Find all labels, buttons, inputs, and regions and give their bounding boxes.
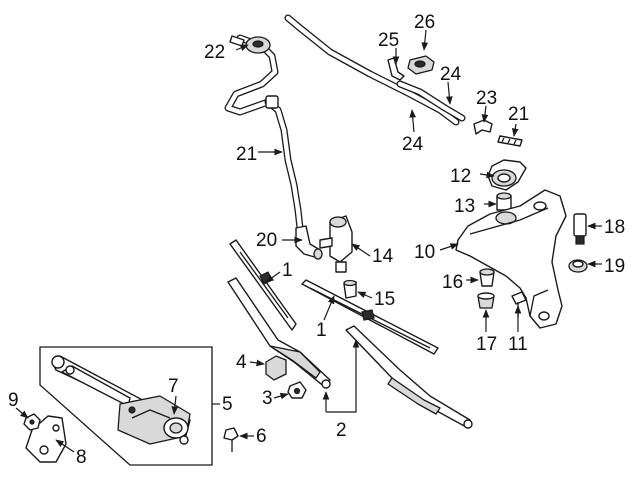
label-18: 18 — [604, 217, 625, 238]
part-19-grommet — [568, 259, 588, 273]
part-5-linkage-assembly-box — [39, 346, 213, 466]
label-15: 15 — [374, 289, 395, 310]
part-21-washer-hose — [264, 95, 304, 232]
part-21-hose-piece — [497, 135, 523, 147]
label-9: 9 — [8, 390, 19, 411]
label-1-lower: 1 — [316, 320, 327, 341]
part-14-washer-pump — [319, 215, 353, 273]
label-23: 23 — [476, 88, 497, 109]
part-6-bolt — [223, 427, 239, 452]
label-21-left: 21 — [236, 144, 257, 165]
label-11: 11 — [508, 334, 528, 355]
part-2-wiper-arm-right — [345, 325, 473, 429]
part-12-filler-neck — [487, 159, 527, 191]
part-24-washer-line-short — [396, 80, 466, 122]
label-17: 17 — [476, 334, 497, 355]
part-16-grommet — [479, 268, 495, 287]
callout-labels: 22 21 25 26 24 24 23 21 12 13 10 18 19 1… — [8, 12, 625, 468]
label-26: 26 — [414, 12, 435, 33]
part-1-wiper-blade-lower — [301, 279, 439, 355]
part-7-wiper-linkage — [51, 355, 191, 445]
label-16: 16 — [442, 272, 463, 293]
part-23-hose-tee — [473, 119, 493, 135]
label-4: 4 — [236, 352, 247, 373]
part-22-hose-clip — [224, 34, 279, 116]
part-13-seal — [496, 192, 512, 211]
label-2: 2 — [336, 420, 347, 441]
label-19: 19 — [604, 256, 625, 277]
leader-lines — [15, 29, 602, 453]
label-20: 20 — [256, 230, 277, 251]
label-6: 6 — [256, 426, 267, 447]
label-24-lower: 24 — [402, 134, 424, 155]
label-21-right: 21 — [508, 104, 529, 125]
label-3: 3 — [262, 388, 273, 409]
part-15-pump-seal — [343, 279, 357, 299]
label-25: 25 — [378, 30, 399, 51]
label-5: 5 — [222, 394, 233, 415]
part-18-level-sensor — [573, 213, 587, 245]
part-2-wiper-arm-left — [227, 277, 331, 389]
label-14: 14 — [372, 246, 394, 267]
label-8: 8 — [76, 447, 87, 468]
part-17-grommet — [477, 292, 495, 309]
label-22: 22 — [204, 42, 225, 63]
part-24-washer-line-long — [284, 14, 460, 126]
label-1-upper: 1 — [282, 260, 293, 281]
label-12: 12 — [450, 166, 471, 187]
part-11-bolt — [511, 291, 527, 318]
label-10: 10 — [414, 242, 435, 263]
part-20-hose-connector — [295, 225, 323, 260]
label-7: 7 — [168, 376, 179, 397]
label-24-upper: 24 — [440, 64, 462, 85]
part-4-cap — [265, 355, 287, 381]
part-3-nut — [287, 381, 307, 399]
label-13: 13 — [454, 196, 475, 217]
part-10-washer-reservoir — [455, 189, 567, 329]
part-26-nozzle — [407, 55, 435, 75]
